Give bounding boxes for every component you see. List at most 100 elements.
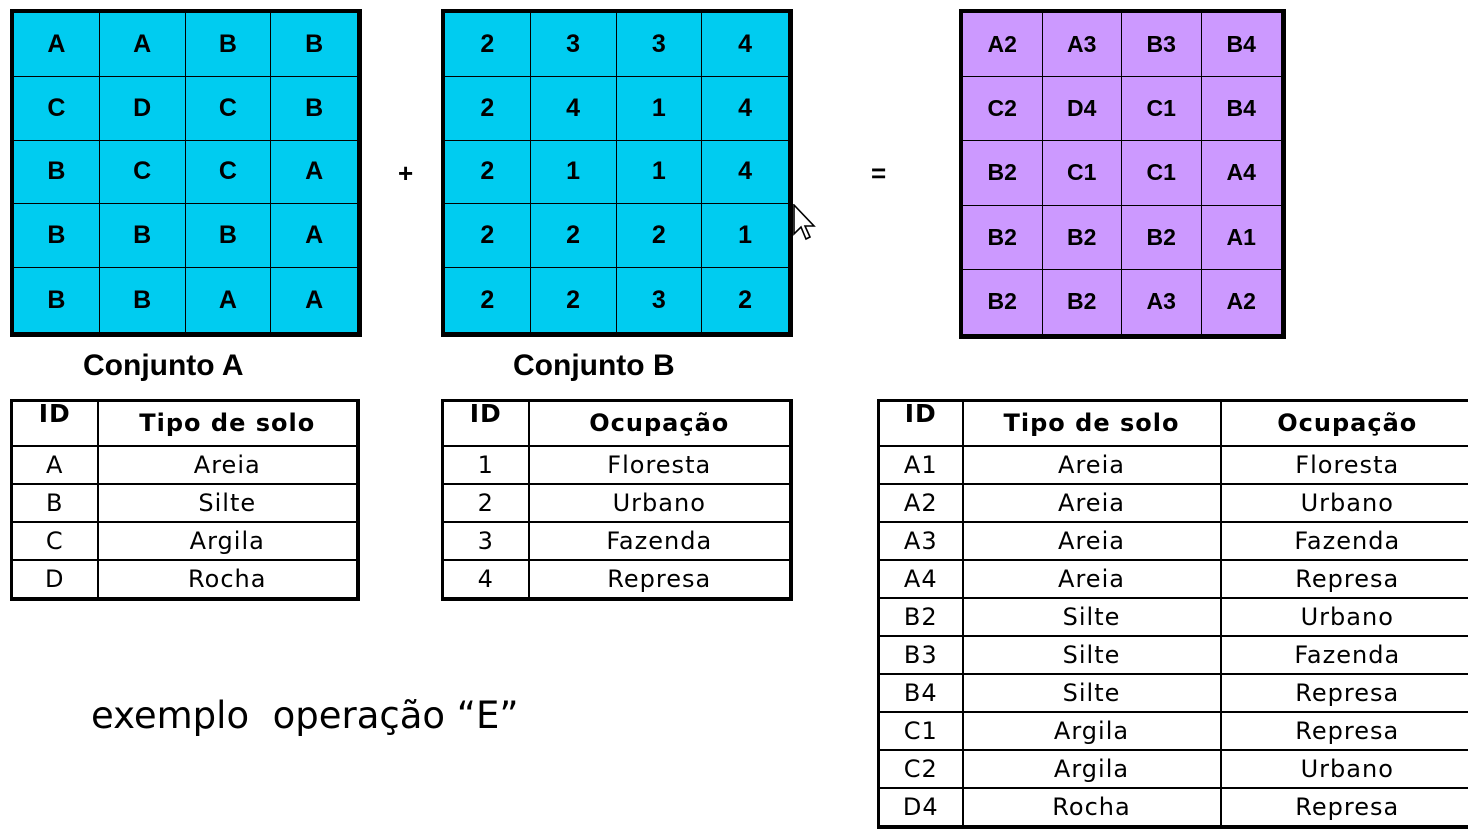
grid-cell: B3: [1122, 13, 1202, 78]
legend-cell: A1: [878, 445, 963, 484]
grid-cell: B: [14, 204, 100, 269]
legend-cell: A4: [878, 559, 963, 598]
grid-cell: B: [271, 13, 357, 77]
grid-cell: B2: [1122, 205, 1202, 270]
grid-cell: C: [99, 140, 186, 205]
legend-cell: 3: [442, 521, 529, 560]
grid-cell: B: [100, 268, 186, 332]
grid-cell: 2: [738, 285, 753, 314]
grid-cell: B: [271, 77, 357, 141]
grid-cell: A2: [963, 13, 1043, 78]
grid-cell: 4: [702, 77, 788, 141]
grid-cell: A3: [1122, 269, 1202, 334]
legend-header-cell: Tipo de solo: [96, 400, 358, 447]
grid-cell: C: [185, 140, 272, 205]
legend-cell: Fazenda: [527, 521, 791, 560]
legend-cell: Floresta: [1219, 445, 1468, 484]
grid-cell: A2: [1226, 288, 1256, 315]
legend-cell: B2: [878, 597, 963, 636]
grid-cell: A4: [1201, 141, 1281, 206]
legend-cell: Silte: [961, 635, 1221, 674]
legend-cell: Represa: [1219, 673, 1468, 712]
legend-cell: Represa: [1219, 787, 1468, 827]
grid-cell: 2: [445, 13, 531, 77]
grid-cell: A1: [1201, 206, 1281, 270]
legend-cell: Floresta: [527, 445, 791, 484]
legend-cell: A: [11, 445, 98, 484]
grid-cell: C: [14, 76, 100, 141]
grid-cell: C1: [1042, 141, 1122, 206]
legend-cell: Argila: [961, 711, 1221, 750]
grid-cell: A: [271, 141, 357, 205]
legend-cell: Areia: [961, 445, 1221, 484]
grid-cell: 2: [616, 204, 703, 269]
legend-cell: Fazenda: [1219, 635, 1468, 674]
legend-header-cell: Tipo de solo: [961, 400, 1221, 447]
grid-cell: A: [271, 204, 357, 269]
legend-cell: Urbano: [1219, 597, 1468, 636]
legend-cell: Rocha: [961, 787, 1221, 827]
plus-operator: +: [398, 158, 414, 188]
grid-cell: 3: [616, 13, 703, 77]
legend-cell: B: [11, 483, 98, 522]
legend-cell: Areia: [961, 521, 1221, 560]
legend-cell: D4: [878, 787, 963, 827]
grid-cell: 1: [616, 76, 703, 141]
set-b-caption: Conjunto B: [513, 349, 675, 382]
grid-cell: B2: [1043, 269, 1122, 334]
legend-cell: 1: [442, 445, 529, 484]
grid-cell: C: [185, 76, 272, 141]
grid-cell: B4: [1201, 77, 1281, 142]
grid-cell: B: [185, 13, 272, 77]
grid-cell: B: [99, 204, 186, 269]
legend-cell: Represa: [1219, 711, 1468, 750]
legend-cell: Silte: [961, 673, 1221, 712]
grid-cell: A: [14, 13, 100, 77]
legend-cell: Represa: [1219, 559, 1468, 598]
legend-cell: Silte: [96, 483, 358, 522]
grid-cell: 4: [530, 76, 617, 141]
grid-cell: C2: [963, 77, 1043, 142]
legend-cell: Urbano: [527, 483, 791, 522]
grid-cell: 4: [702, 13, 788, 77]
legend-header-cell: ID: [878, 400, 963, 447]
grid-cell: B2: [963, 205, 1043, 270]
grid-cell: 1: [530, 140, 617, 205]
grid-cell: 2: [530, 204, 617, 269]
legend-cell: Areia: [961, 483, 1221, 522]
legend-cell: Fazenda: [1219, 521, 1468, 560]
grid-cell: A: [305, 285, 324, 314]
legend-cell: Argila: [961, 749, 1221, 788]
grid-cell: 4: [702, 141, 788, 205]
grid-cell: A: [99, 13, 186, 77]
legend-header-cell: ID: [11, 400, 98, 447]
legend-cell: Represa: [527, 559, 791, 599]
grid-cell: B2: [963, 141, 1043, 206]
legend-cell: 4: [442, 559, 529, 599]
legend-cell: Urbano: [1219, 483, 1468, 522]
equals-operator: =: [871, 158, 887, 188]
example-caption: exemplo operação “E”: [91, 694, 519, 737]
grid-cell: A3: [1042, 13, 1122, 78]
legend-cell: A3: [878, 521, 963, 560]
grid-cell: D: [99, 76, 186, 141]
legend-cell: C: [11, 521, 98, 560]
legend-cell: Silte: [961, 597, 1221, 636]
